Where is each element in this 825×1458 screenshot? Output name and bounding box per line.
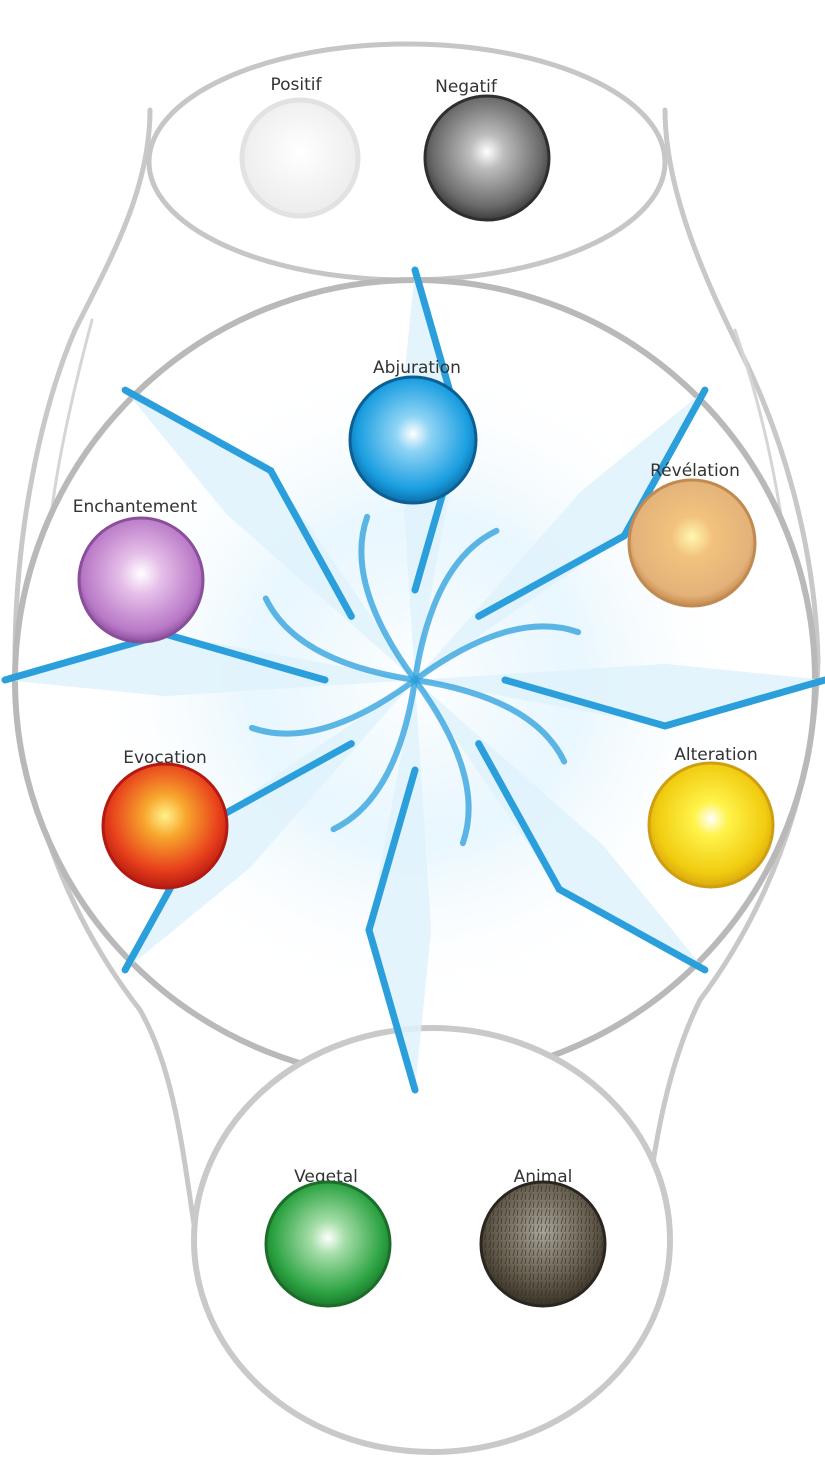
orb-revelation (629, 480, 755, 606)
orb-animal-texture (483, 1184, 603, 1304)
orb-abjuration (350, 377, 476, 503)
orb-vegetal (266, 1182, 390, 1306)
orb-enchantement (79, 518, 203, 642)
label-abjuration: Abjuration (373, 358, 461, 378)
label-negatif: Negatif (435, 77, 498, 97)
orb-negatif (425, 96, 549, 220)
orb-positif (242, 100, 358, 216)
label-enchantement: Enchantement (73, 497, 198, 517)
orb-alteration (649, 763, 773, 887)
orb-evocation (103, 764, 227, 888)
label-revelation: Révélation (650, 461, 740, 481)
top-group-circle (149, 44, 665, 280)
label-positif: Positif (271, 75, 323, 95)
